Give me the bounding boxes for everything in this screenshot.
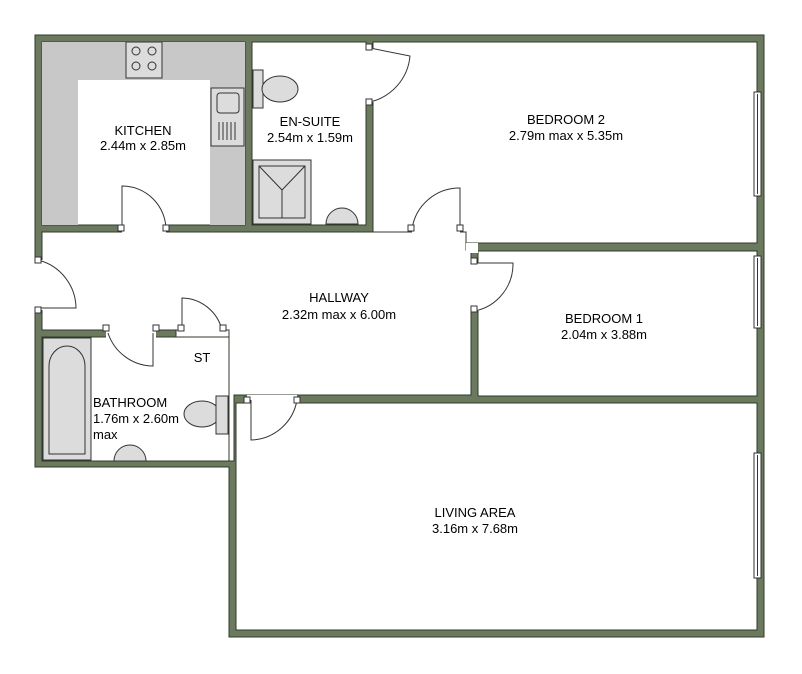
jamb bbox=[407, 224, 415, 232]
drainer-icon bbox=[218, 122, 236, 140]
hob-burner-icon bbox=[147, 61, 157, 71]
hob-burner-icon bbox=[131, 61, 141, 71]
bedroom1-name: BEDROOM 1 bbox=[565, 311, 643, 326]
jamb bbox=[102, 324, 110, 332]
hob-burner-icon bbox=[147, 46, 157, 56]
hall-corner-fill bbox=[466, 243, 478, 253]
kitchen-counter bbox=[42, 42, 245, 225]
bathroom-dims: 1.76m x 2.60m bbox=[93, 411, 179, 426]
jamb bbox=[117, 224, 125, 232]
door-gaps bbox=[34, 48, 480, 405]
bedroom1-floor bbox=[477, 250, 758, 397]
bathroom-door-gap bbox=[106, 328, 156, 338]
living-name: LIVING AREA bbox=[435, 505, 516, 520]
hob-burner-icon bbox=[131, 46, 141, 56]
jamb bbox=[34, 256, 42, 264]
jamb bbox=[470, 257, 478, 265]
living-dims: 3.16m x 7.68m bbox=[432, 521, 518, 536]
bathtub-inner-icon bbox=[48, 345, 86, 455]
bedroom1-dims: 2.04m x 3.88m bbox=[561, 327, 647, 342]
storage-door-swing bbox=[181, 297, 223, 331]
shower-drain-icon bbox=[258, 165, 306, 219]
toilet-icon bbox=[261, 75, 299, 103]
bathroom-basin-icon bbox=[113, 444, 147, 462]
bedroom2-door-gap bbox=[412, 224, 460, 234]
bathroom-cistern-icon bbox=[215, 395, 229, 435]
sink-bowl-icon bbox=[216, 92, 240, 114]
hob-icon bbox=[125, 41, 163, 79]
jamb bbox=[293, 396, 301, 404]
jamb bbox=[456, 224, 464, 232]
jamb bbox=[365, 43, 373, 51]
jamb bbox=[162, 224, 170, 232]
door-swings bbox=[37, 47, 514, 441]
ensuite-door-gap bbox=[365, 48, 375, 102]
living-floor bbox=[235, 402, 758, 631]
bathroom-toilet-icon bbox=[183, 400, 221, 428]
bathroom-dims-suffix: max bbox=[93, 427, 118, 442]
kitchen-dims: 2.44m x 2.85m bbox=[100, 138, 186, 153]
hallway-name: HALLWAY bbox=[309, 290, 369, 305]
door-jambs bbox=[34, 43, 478, 404]
kitchen-counters bbox=[42, 41, 245, 225]
ensuite-name: EN-SUITE bbox=[280, 114, 341, 129]
bedroom1-door-swing bbox=[474, 262, 514, 312]
room-labels: KITCHEN 2.44m x 2.85m EN-SUITE 2.54m x 1… bbox=[93, 112, 647, 536]
ensuite-basin-icon bbox=[325, 207, 359, 225]
storage-name: ST bbox=[194, 350, 211, 365]
storage-door-gap bbox=[182, 328, 224, 332]
bedroom2-door-swing bbox=[411, 187, 461, 230]
entrance-door-swing bbox=[37, 259, 77, 309]
kitchen-door-swing bbox=[121, 185, 167, 231]
bathtub-icon bbox=[42, 337, 92, 461]
windows bbox=[753, 91, 762, 579]
jamb bbox=[219, 324, 227, 332]
kitchen-door-gap bbox=[122, 224, 166, 234]
bathroom-fixtures bbox=[42, 337, 229, 462]
bedroom2-dims: 2.79m max x 5.35m bbox=[509, 128, 623, 143]
bathroom-door-swing bbox=[107, 332, 154, 367]
jamb bbox=[243, 396, 251, 404]
jamb bbox=[470, 305, 478, 313]
bedroom1-door-gap bbox=[470, 263, 480, 311]
kitchen-name: KITCHEN bbox=[114, 123, 171, 138]
entrance-door-gap bbox=[34, 260, 44, 310]
hallway-dims: 2.32m max x 6.00m bbox=[282, 307, 396, 322]
jamb bbox=[177, 324, 185, 332]
bedroom2-name: BEDROOM 2 bbox=[527, 112, 605, 127]
bedroom2-floor bbox=[372, 41, 758, 244]
bathroom-name: BATHROOM bbox=[93, 395, 167, 410]
living-door-gap bbox=[247, 395, 297, 405]
jamb bbox=[365, 98, 373, 106]
ensuite-dims: 2.54m x 1.59m bbox=[267, 130, 353, 145]
ensuite-fixtures bbox=[252, 69, 359, 225]
jamb bbox=[34, 306, 42, 314]
living-door-swing bbox=[250, 399, 298, 441]
jamb bbox=[152, 324, 160, 332]
ensuite-door-swing bbox=[369, 47, 411, 103]
